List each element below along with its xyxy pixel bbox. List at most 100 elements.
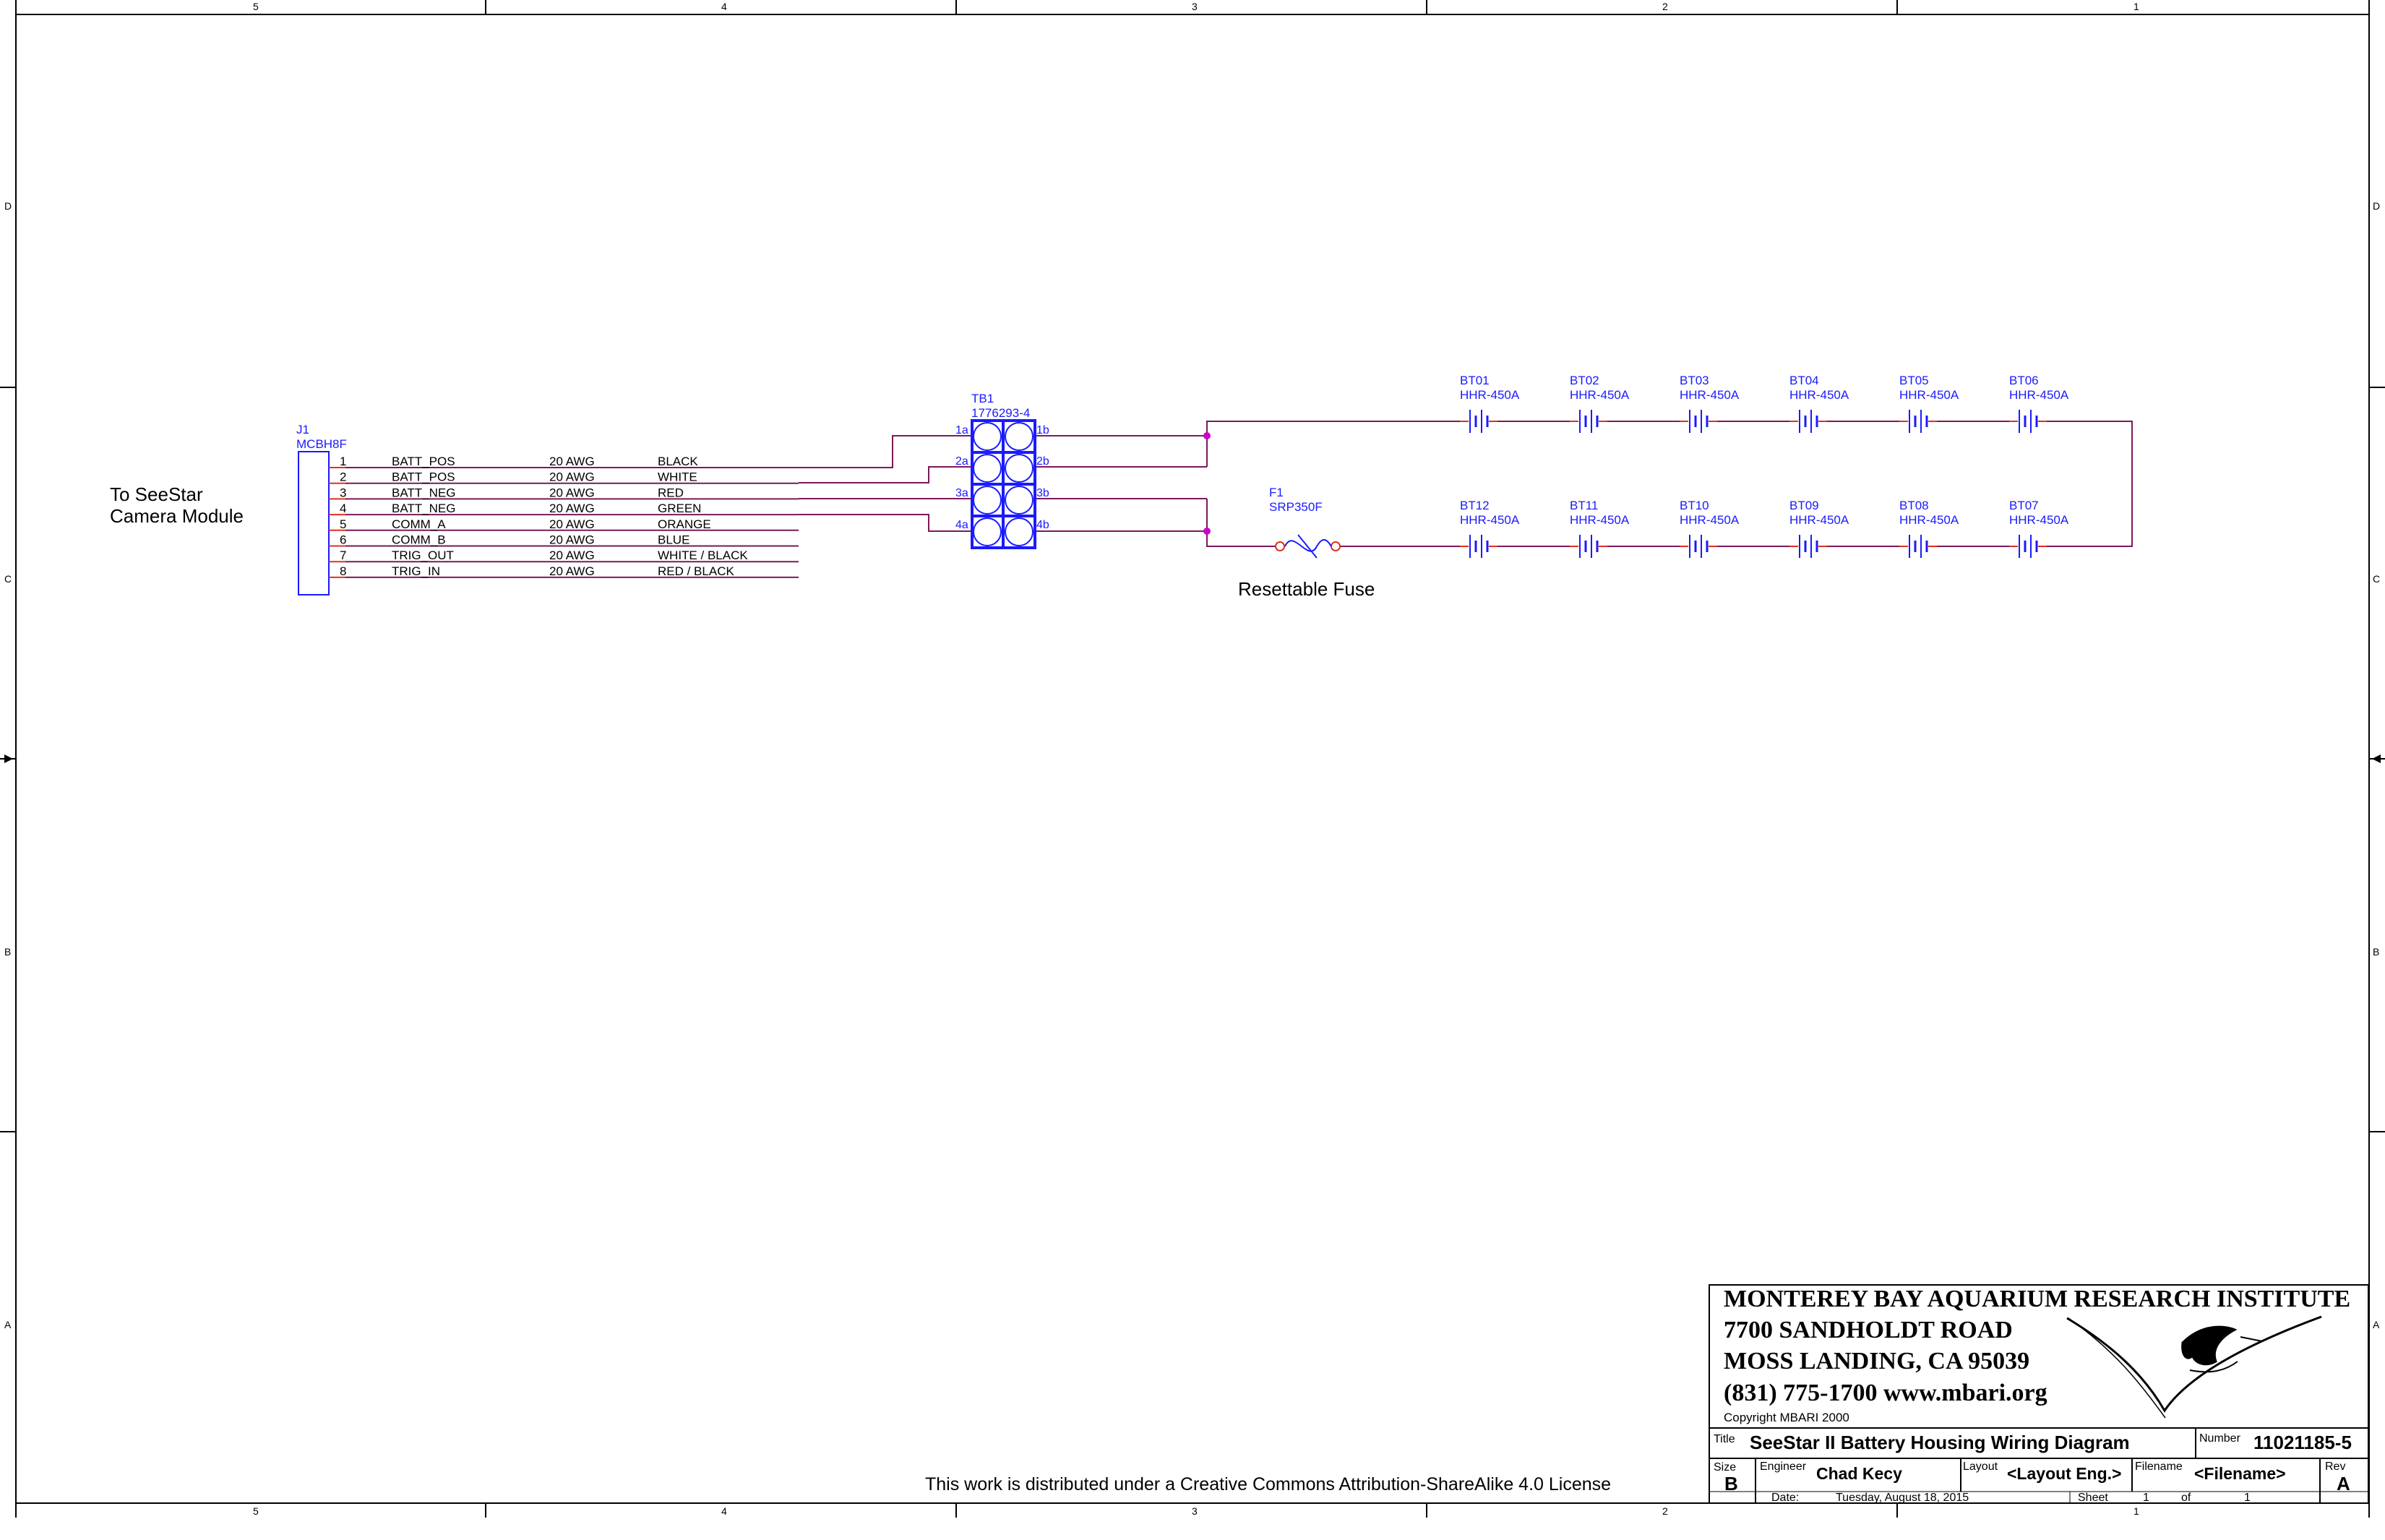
wire-pin: 1 — [340, 455, 346, 468]
zone-row-label: A — [4, 1319, 12, 1330]
battery-ref: BT03 — [1680, 374, 1709, 387]
connector-j1: J1 MCBH8F To SeeStar Camera Module — [110, 423, 347, 595]
zone-col-label: 3 — [1192, 1, 1198, 12]
institute-phone-web: (831) 775-1700 www.mbari.org — [1724, 1380, 2047, 1406]
battery-ref: BT11 — [1570, 499, 1598, 512]
wire-gauge: 20 AWG — [549, 549, 595, 562]
layout-value: <Layout Eng.> — [2007, 1464, 2121, 1483]
battery-part: HHR-450A — [1899, 513, 1959, 527]
zone-col-label: 1 — [2133, 1505, 2139, 1517]
battery-part: HHR-450A — [1899, 388, 1959, 402]
battery-ref: BT04 — [1789, 374, 1819, 387]
size-value: B — [1724, 1473, 1738, 1494]
battery-ref: BT01 — [1460, 374, 1490, 387]
zone-row-label: A — [2373, 1319, 2380, 1330]
terminal-block-part: 1776293-4 — [971, 406, 1030, 420]
wire-signal: BATT_NEG — [392, 502, 455, 515]
rev-label: Rev — [2325, 1461, 2345, 1473]
battery-part: HHR-450A — [2009, 388, 2069, 402]
wire-signal: COMM_A — [392, 517, 446, 531]
wire-gauge: 20 AWG — [549, 486, 595, 499]
zone-col-label: 3 — [1192, 1505, 1198, 1517]
zone-row-label: D — [4, 200, 12, 212]
terminal-block-ref: TB1 — [971, 392, 994, 405]
battery-string: BT12HHR-450ABT11HHR-450ABT10HHR-450ABT09… — [1460, 499, 2069, 558]
wire-color: ORANGE — [658, 517, 711, 531]
wire-pin: 8 — [340, 564, 346, 578]
battery-part: HHR-450A — [1570, 388, 1630, 402]
fuse-caption: Resettable Fuse — [1238, 578, 1375, 600]
institute-address2: MOSS LANDING, CA 95039 — [1724, 1348, 2029, 1375]
battery-part: HHR-450A — [1460, 388, 1520, 402]
wire-color: RED / BLACK — [658, 564, 734, 578]
zone-row-label: C — [4, 573, 12, 585]
zone-row-label: D — [2373, 200, 2380, 212]
wire-pin: 2 — [340, 470, 346, 484]
wire-gauge: 20 AWG — [549, 517, 595, 531]
wire-color: GREEN — [658, 502, 701, 515]
layout-label: Layout — [1963, 1461, 1998, 1473]
wire-pin: 5 — [340, 517, 346, 531]
battery-string: BT01HHR-450ABT02HHR-450ABT03HHR-450ABT04… — [1460, 374, 2069, 433]
wire-gauge: 20 AWG — [549, 470, 595, 484]
battery-part: HHR-450A — [1460, 513, 1520, 527]
junction-dot — [1203, 432, 1211, 439]
battery-strings: BT01HHR-450ABT02HHR-450ABT03HHR-450ABT04… — [1460, 374, 2069, 558]
tb-pin-label: 1a — [955, 424, 968, 436]
rev-value: A — [2337, 1473, 2350, 1494]
wire-pin: 6 — [340, 533, 346, 547]
zone-col-label: 2 — [1662, 1, 1668, 12]
zone-col-label: 4 — [721, 1505, 727, 1517]
battery-ref: BT07 — [2009, 499, 2039, 512]
wire-color: BLACK — [658, 455, 698, 468]
fuse-ref: F1 — [1269, 486, 1284, 499]
size-label: Size — [1714, 1461, 1736, 1474]
battery-ref: BT06 — [2009, 374, 2039, 387]
border-row-labels-left: D C B A — [4, 200, 12, 1330]
battery-part: HHR-450A — [1570, 513, 1630, 527]
connector-label-line2: Camera Module — [110, 505, 244, 527]
terminal-block-tb1: TB1 1776293-4 1a 2a 3a 4a 1b 2b 3b 4b — [955, 392, 1049, 549]
tb-pin-label: 3a — [955, 487, 968, 499]
zone-col-label: 5 — [253, 1505, 259, 1517]
tb-pin-label: 2b — [1036, 455, 1049, 468]
engineer-name: Chad Kecy — [1816, 1464, 1902, 1483]
wire-row: 5 COMM_A 20 AWG ORANGE — [329, 517, 799, 531]
zone-col-label: 1 — [2133, 1, 2139, 12]
wire-color: RED — [658, 486, 684, 499]
wire-color: BLUE — [658, 533, 689, 547]
battery-part: HHR-450A — [1680, 513, 1740, 527]
battery-ref: BT08 — [1899, 499, 1929, 512]
junction-dot — [1203, 528, 1211, 535]
zone-row-label: C — [2373, 573, 2380, 585]
connector-body — [298, 451, 330, 595]
wire-signal: BATT_POS — [392, 455, 455, 468]
wire-signal: TRIG_OUT — [392, 549, 454, 562]
tb-pin-label: 3b — [1036, 487, 1049, 499]
battery-part: HHR-450A — [2009, 513, 2069, 527]
battery-part: HHR-450A — [1789, 388, 1849, 402]
sheet-of-label: of — [2181, 1492, 2191, 1504]
border-column-labels-bottom: 5 4 3 2 1 — [253, 1505, 2139, 1517]
copyright-text: Copyright MBARI 2000 — [1724, 1411, 1849, 1424]
wire-pin: 3 — [340, 486, 346, 499]
drawing-title: SeeStar II Battery Housing Wiring Diagra… — [1750, 1432, 2130, 1453]
zone-col-label: 2 — [1662, 1505, 1668, 1517]
fuse-f1: F1 SRP350F Resettable Fuse — [1238, 486, 1375, 600]
wire-signal: TRIG_IN — [392, 564, 440, 578]
fuse-part: SRP350F — [1269, 500, 1323, 514]
wire-pin: 4 — [340, 502, 346, 515]
battery-ref: BT09 — [1789, 499, 1819, 512]
zone-col-label: 4 — [721, 1, 727, 12]
connector-part: MCBH8F — [296, 437, 347, 451]
